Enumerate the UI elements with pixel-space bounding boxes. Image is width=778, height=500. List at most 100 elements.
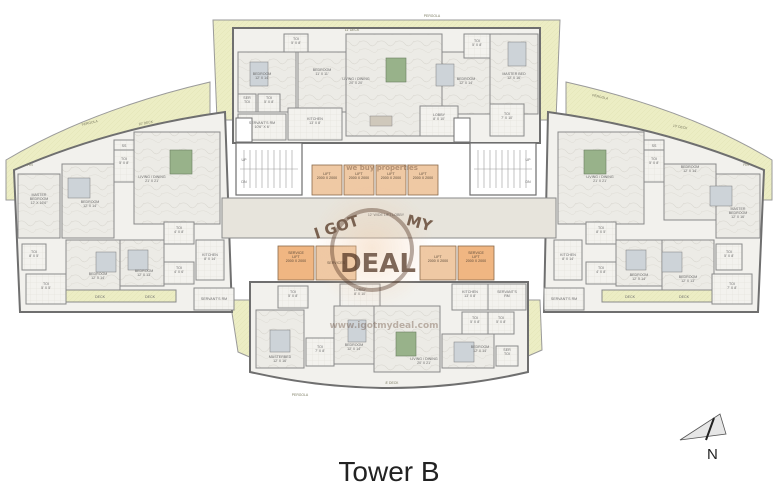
label-line: SERVICE: [468, 251, 484, 255]
label-line: 7' X 8': [315, 349, 325, 353]
label-line: TOI: [726, 250, 732, 254]
label-pergola-right: PERGOLA: [592, 93, 610, 100]
bed-right-1: [709, 185, 733, 207]
room-bot-toi-4: [487, 311, 515, 335]
label-line: BEDROOM: [313, 68, 332, 72]
dining-top: [369, 115, 393, 127]
label-line: BEDROOM: [729, 211, 748, 215]
label-line: KITCHEN: [560, 253, 576, 257]
bed-top-2: [435, 63, 455, 87]
label-line: 5' X 8': [724, 254, 734, 258]
bed-bottom-2: [347, 319, 367, 343]
furniture: [67, 41, 733, 363]
label-line: TOI: [651, 157, 657, 161]
label-line: TOI: [598, 266, 604, 270]
label-line: TOI: [176, 226, 182, 230]
label-line: LIFT: [323, 172, 331, 176]
room-left-ss: [113, 139, 135, 151]
tower-title: Tower B: [338, 456, 440, 487]
label-line: 8' X 5': [596, 230, 606, 234]
label-line: 12' X 14': [347, 347, 361, 351]
label-line: 12' X 16': [731, 215, 745, 219]
room-top-lobby: [419, 105, 459, 137]
label-line: 8' X 5': [29, 254, 39, 258]
label-line: 5' X 8': [119, 161, 129, 165]
label-line: TOI: [504, 112, 510, 116]
lift-1: [311, 164, 343, 196]
sofa-right: [583, 149, 607, 175]
label-line: 13' X 8': [309, 121, 321, 125]
label-line: MASTERBED: [269, 355, 292, 359]
sofa-bottom: [395, 331, 417, 357]
room-right-servant: [543, 287, 585, 311]
label-line: 2000 X 2000: [428, 259, 448, 263]
label-pergola-top: PERGOLA: [424, 14, 441, 18]
room-right-toi-5: [711, 273, 753, 305]
bed-right-2: [625, 249, 647, 271]
label-line: 5' X 8': [472, 43, 482, 47]
service-lift-left: [277, 245, 315, 281]
label-dn-right: DN: [525, 180, 531, 184]
label-pergola-bottom: PERGOLA: [292, 393, 309, 397]
label-line: 13' X 8': [464, 294, 476, 298]
label-line: TOI: [504, 352, 510, 356]
label-line: 2000 X 2000: [349, 176, 369, 180]
label-line: 21' X 21': [593, 179, 607, 183]
label-line: 12' X 16': [273, 359, 287, 363]
label-line: LIVING / DINING: [342, 77, 370, 81]
label-deck-right: 10' DECK: [673, 124, 689, 131]
label-line: 12' X 14': [632, 277, 646, 281]
room-top-kitchen: [287, 107, 343, 141]
label-left-deck-2: DECK: [145, 295, 156, 299]
label-line: 21' X 21': [145, 179, 159, 183]
label-line: BEDROOM: [253, 72, 272, 76]
room-left-toi-5: [163, 261, 195, 285]
label-line: LIFT: [434, 255, 442, 259]
label-line: TOI: [121, 157, 127, 161]
label-line: 12' X 14': [473, 349, 487, 353]
label-line: TOI: [290, 290, 296, 294]
room-top-toi-3: [257, 93, 281, 113]
label-dn-left: DN: [241, 180, 247, 184]
label-line: TOI: [317, 345, 323, 349]
label-fin-left: FIN: [27, 163, 33, 167]
bed-right-3: [661, 251, 683, 273]
label-line: TOI: [31, 250, 37, 254]
deck-labels: PERGOLA 11' DECK PERGOLA 10' DECK FIN PE…: [27, 14, 749, 397]
label-line: TOI: [498, 316, 504, 320]
bed-top-3: [507, 41, 527, 67]
label-line: 5' X 8': [649, 161, 659, 165]
label-right-ss: SS: [652, 144, 657, 148]
room-right-toi-4: [715, 243, 743, 271]
label-line: LIFT: [387, 172, 395, 176]
label-line: 10'6" X 6': [254, 125, 269, 129]
label-right-servant: SERVANT'S RM: [551, 297, 577, 301]
label-line: MASTER: [731, 207, 746, 211]
label-line: TOI: [43, 282, 49, 286]
label-line: MASTER BED: [502, 72, 526, 76]
